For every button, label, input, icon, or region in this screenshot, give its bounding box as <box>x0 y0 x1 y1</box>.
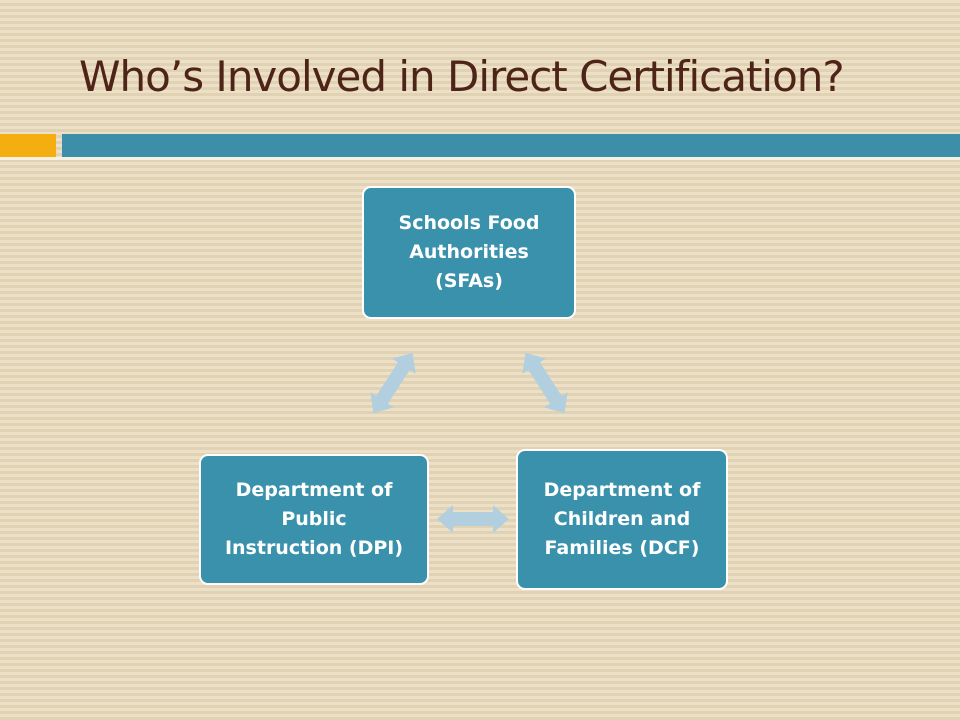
double-arrow-dpi-sfa <box>370 352 416 414</box>
title-underline-bar <box>62 134 960 157</box>
title-accent-bar <box>0 134 56 157</box>
node-dcf-line-3: Families (DCF) <box>544 537 700 559</box>
node-dcf-line-2: Children and <box>553 508 691 530</box>
node-dpi-line-2: Public <box>281 508 347 530</box>
node-dcf-line-1: Department of <box>543 479 701 501</box>
title-divider-line <box>0 157 960 160</box>
node-sfa-line-2: Authorities <box>409 241 529 263</box>
double-arrow-sfa-dcf <box>522 352 568 414</box>
node-sfa-line-1: Schools Food <box>398 212 540 234</box>
node-department-public-instruction: Department of Public Instruction (DPI) <box>199 454 429 585</box>
node-department-children-families: Department of Children and Families (DCF… <box>516 449 728 590</box>
node-dpi-line-1: Department of <box>235 479 393 501</box>
slide-title: Who’s Involved in Direct Certification? <box>79 52 845 101</box>
double-arrow-dcf-dpi <box>437 505 509 533</box>
node-school-food-authorities: Schools Food Authorities (SFAs) <box>362 186 576 319</box>
node-dpi-line-3: Instruction (DPI) <box>224 537 404 559</box>
node-sfa-line-3: (SFAs) <box>435 270 503 292</box>
